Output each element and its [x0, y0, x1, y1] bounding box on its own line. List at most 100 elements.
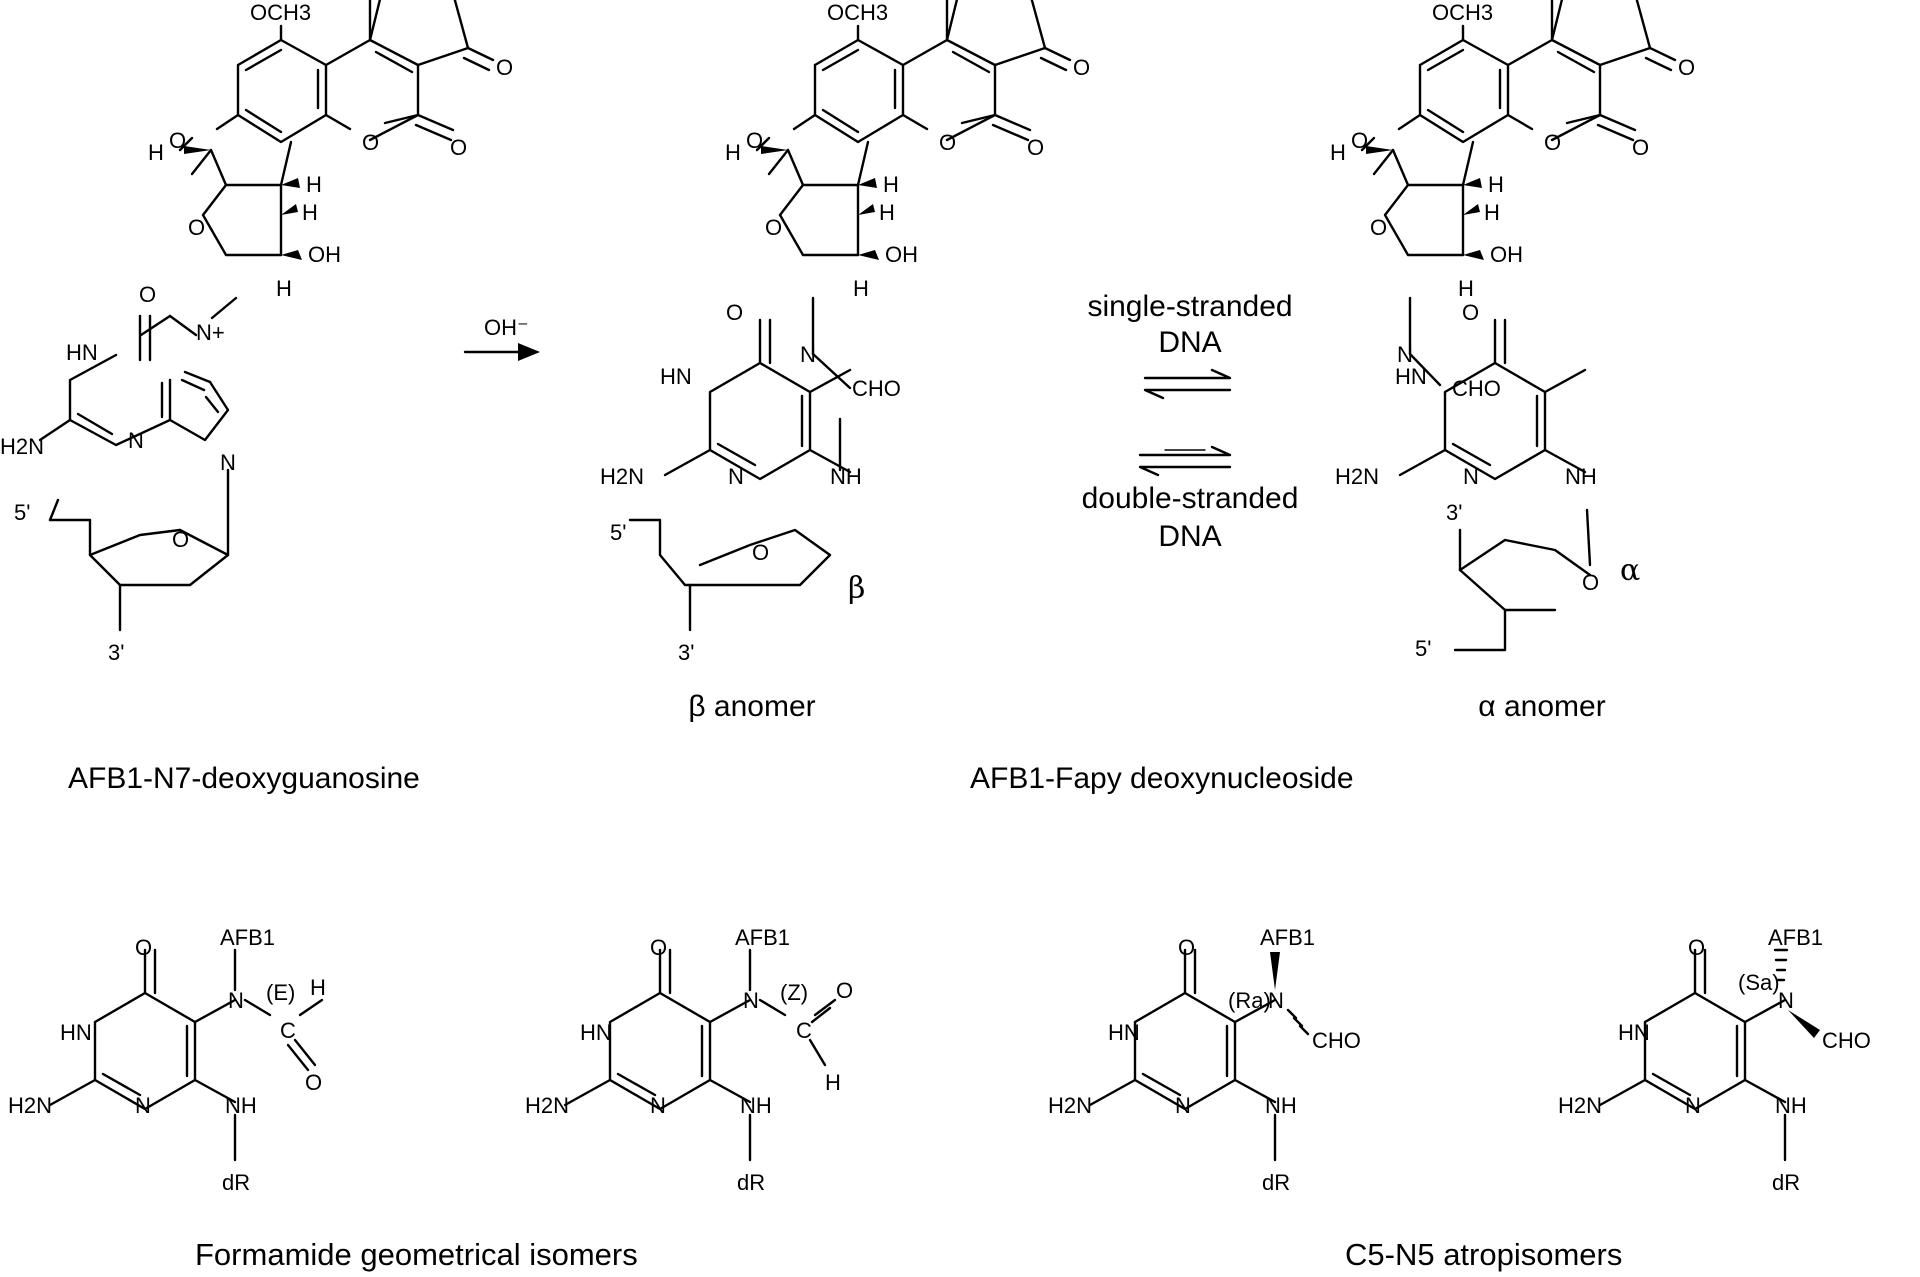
sugar-oxygen: O: [1582, 570, 1599, 595]
left-structure-labels: OCH3 O O O O H H H O OH H O HN N+ H2N N …: [0, 0, 513, 665]
n3-label: N: [135, 1093, 151, 1118]
sugar-oxygen: O: [752, 540, 769, 565]
h-label: H: [1484, 200, 1500, 225]
deoxyribose-label: dR: [1772, 1170, 1800, 1195]
methoxy-label: OCH3: [827, 0, 888, 25]
n7-plus-label: N+: [196, 320, 225, 345]
atropisomer-ra-labels: AFB1 O (Ra) HN N CHO H2N N NH dR: [1048, 925, 1361, 1195]
formamide-e-isomer: [48, 948, 324, 1162]
formyl-oxygen: O: [305, 1070, 322, 1095]
imino-label: HN: [1108, 1020, 1140, 1045]
ring-oxygen: O: [1370, 215, 1387, 240]
h-label: H: [306, 172, 322, 197]
n3-label: N: [128, 428, 144, 453]
nh-label: NH: [1265, 1093, 1297, 1118]
formyl-label: CHO: [1312, 1028, 1361, 1053]
carbonyl-oxygen: O: [726, 300, 743, 325]
nh-label: NH: [740, 1093, 772, 1118]
carbonyl-oxygen: O: [135, 935, 152, 960]
afb1-substituent: AFB1: [1260, 925, 1315, 950]
amino-label: H2N: [1048, 1093, 1092, 1118]
n5-label: N: [228, 988, 244, 1013]
amino-label: H2N: [8, 1093, 52, 1118]
amino-label: H2N: [0, 434, 44, 459]
hydroxyl-label: OH: [885, 242, 918, 267]
fapy-alpha-anomer-structure: [1360, 0, 1677, 652]
ketone-oxygen: O: [496, 55, 513, 80]
h-label: H: [1458, 276, 1474, 301]
n3-label: N: [1463, 464, 1479, 489]
h-label: H: [853, 276, 869, 301]
n5-label: N: [800, 342, 816, 367]
furan-oxygen: O: [746, 128, 763, 153]
carbonyl-oxygen: O: [450, 135, 467, 160]
five-prime-label: 5': [1415, 636, 1431, 661]
imino-label: HN: [60, 1020, 92, 1045]
n3-label: N: [650, 1093, 666, 1118]
h-label: H: [725, 140, 741, 165]
single-stranded-label: single-stranded: [1087, 290, 1292, 323]
beta-symbol: β: [848, 571, 865, 606]
alpha-anomer-label: α anomer: [1478, 690, 1605, 723]
carbonyl-oxygen: O: [1688, 935, 1705, 960]
carbonyl-oxygen: O: [139, 282, 156, 307]
atropisomers-caption: C5-N5 atropisomers: [1345, 1237, 1622, 1272]
z-descriptor: (Z): [780, 980, 808, 1005]
nh-label: NH: [225, 1093, 257, 1118]
ring-oxygen: O: [188, 215, 205, 240]
carbonyl-oxygen: O: [1178, 935, 1195, 960]
formyl-label: CHO: [1822, 1028, 1871, 1053]
formamide-z-labels: AFB1 O HN N (Z) O C H H2N N NH dR: [525, 925, 853, 1195]
atropisomer-ra: [1088, 948, 1310, 1162]
carbonyl-oxygen: O: [1462, 300, 1479, 325]
single-stranded-dna-label: DNA: [1158, 326, 1221, 359]
afb1-fapy-deoxynucleoside-label: AFB1-Fapy deoxynucleoside: [970, 762, 1354, 795]
fapy-beta-anomer-structure: [628, 0, 1072, 632]
n9-label: N: [220, 450, 236, 475]
formyl-carbon: C: [796, 1018, 812, 1043]
five-prime-label: 5': [14, 500, 30, 525]
furan-oxygen: O: [1351, 128, 1368, 153]
lactone-oxygen: O: [362, 130, 379, 155]
n3-label: N: [728, 464, 744, 489]
e-descriptor: (E): [266, 980, 295, 1005]
formamide-isomers-caption: Formamide geometrical isomers: [195, 1237, 638, 1272]
atropisomer-sa: [1598, 948, 1820, 1162]
methoxy-label: OCH3: [250, 0, 311, 25]
deoxyribose-label: dR: [737, 1170, 765, 1195]
hydroxyl-label: OH: [308, 242, 341, 267]
furan-oxygen: O: [169, 128, 186, 153]
h-label: H: [148, 140, 164, 165]
formyl-carbon: C: [280, 1018, 296, 1043]
atropisomer-sa-labels: AFB1 O (Sa) HN N CHO H2N N NH dR: [1558, 925, 1871, 1195]
n3-label: N: [1175, 1093, 1191, 1118]
n5-label: N: [1397, 342, 1413, 367]
hydroxide-reagent-label: OH⁻: [484, 315, 529, 340]
amino-label: H2N: [1335, 464, 1379, 489]
imino-label: HN: [1618, 1020, 1650, 1045]
h-label: H: [883, 172, 899, 197]
imino-label: HN: [660, 364, 692, 389]
imino-label: HN: [580, 1020, 612, 1045]
hydroxyl-label: OH: [1490, 242, 1523, 267]
h-label: H: [879, 200, 895, 225]
afb1-n7-deoxyguanosine-label: AFB1-N7-deoxyguanosine: [68, 762, 420, 795]
n3-label: N: [1685, 1093, 1701, 1118]
formamide-e-labels: AFB1 O HN N (E) H C O H2N N NH dR: [8, 925, 326, 1195]
three-prime-label: 3': [108, 640, 124, 665]
ketone-oxygen: O: [1073, 55, 1090, 80]
right-structure-labels: OCH3 O O O O H H H O OH H O HN N CHO H2N…: [1330, 0, 1695, 661]
deoxyribose-label: dR: [1262, 1170, 1290, 1195]
sugar-oxygen: O: [172, 527, 189, 552]
nh-label: NH: [1775, 1093, 1807, 1118]
ketone-oxygen: O: [1678, 55, 1695, 80]
afb1-substituent: AFB1: [735, 925, 790, 950]
beta-anomer-label: β anomer: [688, 690, 815, 723]
h-label: H: [276, 276, 292, 301]
deoxyribose-label: dR: [222, 1170, 250, 1195]
imino-label: HN: [1395, 364, 1427, 389]
ring-oxygen: O: [765, 215, 782, 240]
center-structure-labels: OCH3 O O O O H H H O OH H O HN N CHO H2N…: [600, 0, 1090, 665]
amino-label: H2N: [1558, 1093, 1602, 1118]
